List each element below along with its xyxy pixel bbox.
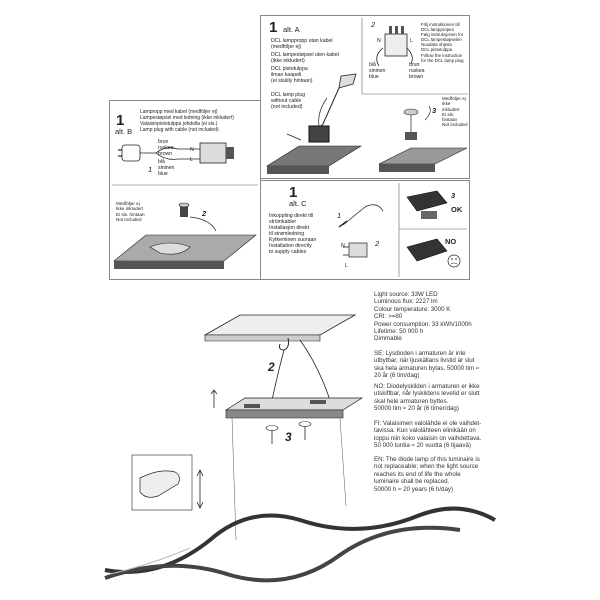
note-en: EN: The diode lamp of this luminaire is … (374, 456, 480, 493)
not-included-label: Medföljer ej Ikke inkludert Ei sis. hint… (442, 96, 468, 128)
step-number: 1 (269, 19, 278, 36)
not-included-label: Medföljer ej Ikke inkludert Ei sis. hint… (116, 201, 145, 222)
note-se: SE: Lysdioden i armaturen är inte utbytb… (374, 350, 480, 380)
panel-alt-b: 1 alt. B Lampropp med kabel (medföljer e… (109, 100, 261, 280)
wire-brown-label: brun ruskea brown (409, 62, 425, 80)
step-3-label: 3 (432, 106, 437, 115)
plug-cable-labels: Lampropp med kabel (medföljer ej) Lampes… (140, 109, 234, 133)
panel-b-illustration (112, 142, 258, 269)
direct-install-labels: Inkoppling direkt till strömkabler Insta… (269, 213, 317, 255)
dcl-instructions: Följ instruktionen till DCL lamppropen F… (421, 22, 464, 63)
alt-label: alt. A (283, 25, 300, 34)
n-label: N (190, 147, 194, 153)
step-2-label: 2 (375, 239, 380, 248)
panel-alt-c: 1 alt. C Inkoppling direkt till strömkab… (260, 180, 470, 280)
step-number: 1 (116, 112, 125, 129)
plug-label-fi: DCL pistotulppa ilman kaapeli (ei sisäll… (271, 66, 313, 84)
l-label: L (190, 157, 193, 163)
panel-alt-a: 1 alt. A DCL lamppropp utan kabel (medfö… (260, 15, 470, 179)
alt-label: alt. C (289, 199, 307, 208)
alt-label: alt. B (115, 127, 133, 136)
plug-label-no: DCL lampestøpsel uten kabel (ikke inklud… (271, 52, 339, 64)
ok-label: OK (451, 205, 463, 214)
step-2-label: 2 (202, 209, 207, 218)
panel-a-illustration (265, 18, 468, 174)
sad-face-icon (447, 254, 461, 268)
note-fi: FI: Valaisimen valolähde ei ole vaihdet-… (374, 420, 482, 450)
panel-c-illustration (338, 183, 467, 277)
step-number: 1 (289, 184, 298, 201)
n-label: N (341, 243, 345, 249)
l-label: L (410, 38, 413, 44)
wire-blue-label: blå sininen blue (158, 159, 175, 177)
step-2-label: 2 (371, 20, 376, 29)
step-3-label: 3 (451, 191, 456, 200)
step-2-label: 2 (268, 360, 275, 374)
n-label: N (377, 38, 381, 44)
step-1b-label: 1 (148, 165, 153, 174)
step-1b-label: 1 (337, 211, 342, 220)
spec-list: Light source: 33W LED Luminous flux: 222… (374, 291, 472, 343)
no-label: NO (445, 237, 457, 246)
l-label: L (345, 263, 348, 269)
plug-label-en: DCL lamp plug without cable (not include… (271, 92, 306, 110)
plug-label-se: DCL lamppropp utan kabel (medföljer ej) (271, 38, 333, 50)
step-3-label: 3 (285, 430, 292, 444)
note-no: NO: Diodelyskilden i armaturen er ikke u… (374, 383, 480, 413)
wire-blue-label: blå sininen blue (369, 62, 386, 80)
